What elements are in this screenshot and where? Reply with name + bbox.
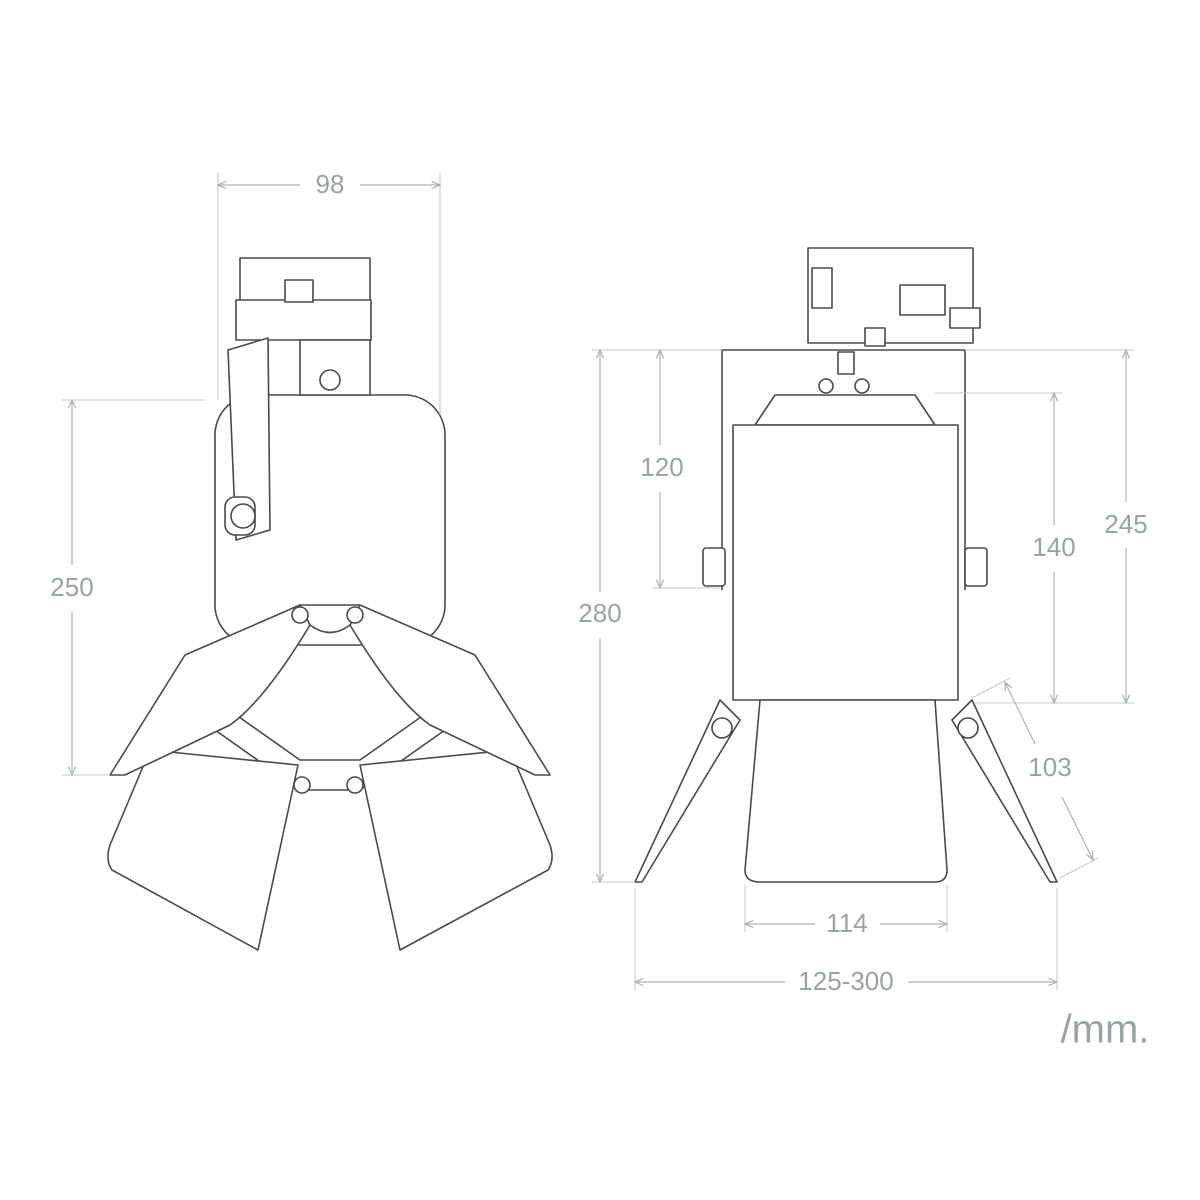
dimension-label-250: 250: [50, 572, 93, 602]
front-left-knob: [702, 547, 726, 587]
dimension-103: 103: [971, 677, 1099, 879]
side-mount-arm: [224, 337, 271, 541]
dimension-140: 140: [935, 393, 1134, 703]
front-vent-cap: [754, 394, 936, 426]
side-view-spotlight: [107, 257, 553, 951]
dimension-label-140: 140: [1032, 532, 1075, 562]
dimension-label-245: 245: [1104, 509, 1147, 539]
dimension-label-103: 103: [1028, 752, 1071, 782]
dimension-label-120: 120: [640, 452, 683, 482]
dimension-125-300: 125-300: [635, 888, 1057, 996]
dimension-98: 98: [218, 169, 440, 415]
side-track-adapter: [235, 257, 372, 396]
dimension-120: 120: [640, 350, 720, 588]
dimension-label-125-300: 125-300: [798, 966, 893, 996]
dimension-label-280: 280: [578, 598, 621, 628]
front-cylinder-body: [732, 424, 959, 701]
dimension-114: 114: [745, 885, 947, 938]
front-right-knob: [964, 547, 988, 587]
side-barn-doors: [107, 604, 553, 951]
dimension-label-98: 98: [316, 169, 345, 199]
dimension-245: 245: [965, 350, 1148, 703]
unit-label: /mm.: [1061, 1008, 1150, 1052]
front-barn-doors: [634, 699, 1058, 883]
dimension-250: 250: [50, 400, 205, 775]
front-track-adapter: [807, 247, 981, 347]
front-view-spotlight: [634, 247, 1058, 883]
dimension-280: 280: [578, 350, 722, 882]
dimension-label-114: 114: [826, 908, 867, 938]
